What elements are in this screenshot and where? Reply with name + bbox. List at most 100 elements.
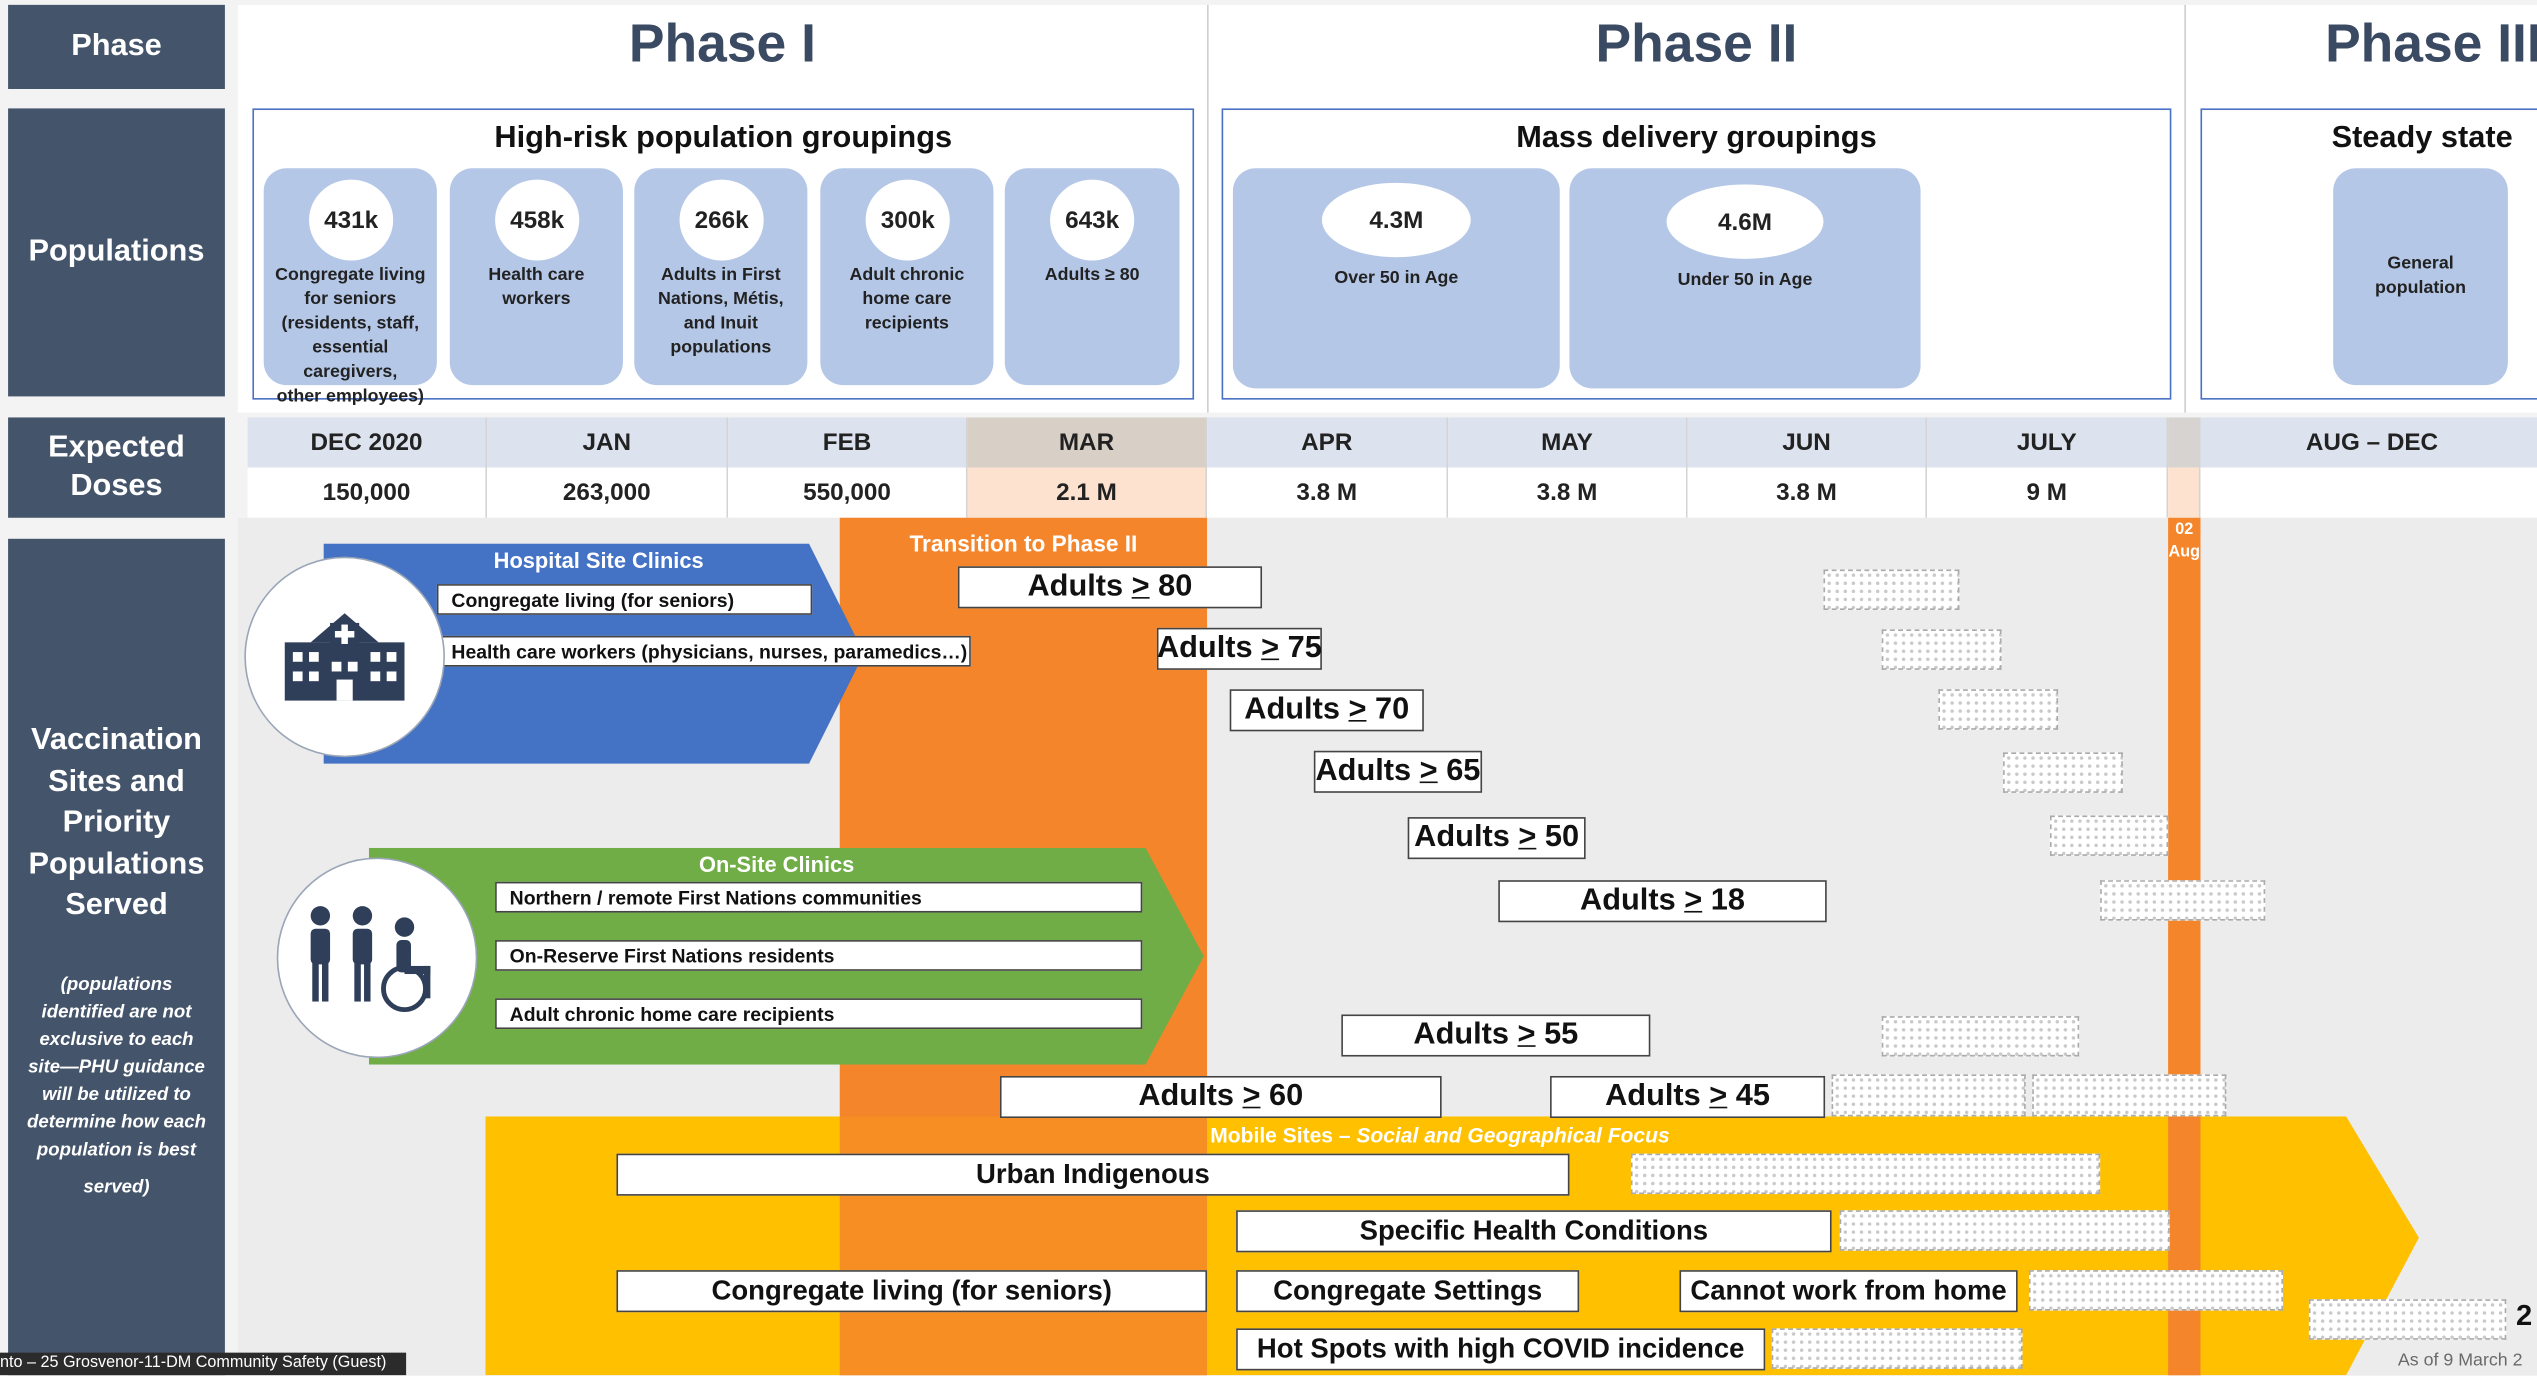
- dose-month: JULY: [1927, 417, 2169, 468]
- population-label-line: other employees): [276, 386, 424, 407]
- population-tile: 4.3M Over 50 in Age: [1232, 168, 1560, 389]
- dose-month: FEB: [728, 417, 968, 468]
- sidebar-sites-line: Priority: [62, 805, 171, 840]
- continuation-box: [2100, 880, 2266, 921]
- age-group-box: Adults > 70: [1229, 689, 1424, 732]
- population-tile: 300k Adult chronic home care recipients: [820, 168, 994, 386]
- sidebar-sites-line: Vaccination: [31, 723, 202, 758]
- continuation-box: [1938, 689, 2059, 730]
- aug-marker-label: 02 Aug: [2168, 519, 2200, 564]
- mobile-site-item: Congregate living (for seniors): [616, 1270, 1208, 1313]
- population-label-line: populations: [670, 338, 772, 358]
- mobile-sites-title: Mobile Sites – Social and Geographical F…: [1210, 1123, 1744, 1147]
- sidebar-note-line: served): [83, 1177, 150, 1197]
- aug-marker-overlap: [2168, 1116, 2201, 1376]
- continuation-box: [1831, 1074, 2026, 1117]
- hospital-item: Congregate living (for seniors): [436, 584, 813, 615]
- sidebar-note-line: population is best: [36, 1139, 197, 1160]
- age-group-prefix: Adults: [1138, 1079, 1243, 1114]
- population-label: Adults ≥ 80: [1005, 264, 1180, 288]
- population-tile: 458k Health care workers: [449, 168, 623, 386]
- population-count: 458k: [495, 179, 580, 261]
- population-label-line: population: [2375, 278, 2467, 298]
- population-count: 431k: [309, 179, 394, 261]
- dose-month: MAR: [967, 417, 1208, 468]
- age-group-box: Adults > 60: [999, 1075, 1442, 1119]
- population-label-line: Health care: [488, 265, 585, 285]
- population-label: Congregate living for seniors (residents…: [264, 264, 437, 410]
- mobile-sites-title-main: Mobile Sites –: [1210, 1122, 1357, 1148]
- aug-marker-line: Aug: [2168, 543, 2201, 562]
- sidebar-doses-line: Expected: [48, 430, 185, 465]
- age-group-prefix: Adults: [1315, 753, 1420, 788]
- mobile-site-item: Specific Health Conditions: [1236, 1210, 1832, 1253]
- dose-month: APR: [1207, 417, 1449, 468]
- age-group-box: Adults > 55: [1341, 1014, 1651, 1057]
- age-group-box: Adults > 50: [1407, 817, 1586, 860]
- population-count: 4.3M: [1321, 182, 1471, 258]
- aug-marker-line: 02: [2175, 520, 2194, 539]
- population-count: 300k: [865, 179, 950, 261]
- mobile-sites-title-focus: Social and Geographical Focus: [1356, 1122, 1670, 1148]
- continuation-box: [2003, 752, 2123, 793]
- age-group-value: 60: [1269, 1079, 1304, 1114]
- population-label-line: essential caregivers,: [303, 338, 398, 382]
- age-group-value: 75: [1287, 631, 1322, 665]
- dose-value: 3.8 M: [1207, 467, 1449, 518]
- mobile-site-item: Cannot work from home: [1679, 1270, 2018, 1313]
- transition-label: Transition to Phase II: [909, 530, 1138, 557]
- hospital-icon: [244, 556, 445, 758]
- sidebar-doses-line: Doses: [70, 469, 163, 504]
- continuation-box: [1771, 1328, 2023, 1369]
- continuation-box: [2032, 1074, 2227, 1117]
- dose-month: AUG – DEC: [2200, 417, 2537, 468]
- age-group-prefix: Adults: [1156, 631, 1262, 665]
- population-label-line: and Inuit: [683, 313, 758, 334]
- age-group-prefix: Adults: [1027, 569, 1132, 604]
- age-group-value: 55: [1544, 1017, 1579, 1052]
- continuation-box: [1881, 629, 2002, 670]
- age-group-prefix: Adults: [1605, 1079, 1710, 1114]
- dose-month: JUN: [1687, 417, 1928, 468]
- population-label-line: workers: [502, 289, 571, 310]
- population-label-line: Adults ≥ 80: [1044, 265, 1140, 285]
- high-risk-title: High-risk population groupings: [494, 121, 953, 156]
- continuation-box: [1630, 1153, 2101, 1195]
- edge-number: 2: [2515, 1299, 2533, 1332]
- mobile-site-item: Hot Spots with high COVID incidence: [1236, 1328, 1766, 1371]
- phase-2-title: Phase II: [1595, 12, 1798, 73]
- age-group-prefix: Adults: [1413, 1017, 1518, 1052]
- dose-month-gap: [2168, 417, 2201, 468]
- population-count: 643k: [1050, 179, 1135, 261]
- continuation-box: [1881, 1016, 2080, 1057]
- population-tile: 266k Adults in First Nations, Métis, and…: [634, 168, 808, 386]
- sidebar-doses-label: Expected Doses: [8, 417, 225, 518]
- age-group-box: Adults > 75: [1156, 627, 1322, 670]
- meeting-participant-label: nto – 25 Grosvenor-11-DM Community Safet…: [0, 1352, 407, 1376]
- phase-1-title: Phase I: [628, 12, 816, 73]
- doses-table: DEC 2020 JAN FEB MAR APR MAY JUN JULY AU…: [247, 417, 2537, 518]
- sidebar-note-line: determine how each: [27, 1112, 206, 1132]
- age-group-prefix: Adults: [1244, 692, 1349, 727]
- population-label-line: Adults in First: [660, 265, 781, 285]
- age-group-value: 50: [1544, 820, 1580, 855]
- sidebar-sites-label: Vaccination Sites and Priority Populatio…: [8, 538, 225, 1376]
- population-tile: 4.6M Under 50 in Age: [1569, 168, 1921, 389]
- sidebar-note-line: will be utilized to: [42, 1084, 191, 1105]
- sidebar-sites-line: Sites and: [48, 764, 185, 799]
- population-label: Adults in First Nations, Métis, and Inui…: [634, 264, 807, 361]
- population-count: 4.6M: [1666, 184, 1824, 259]
- sidebar-note: (populations identified are not exclusiv…: [27, 972, 206, 1202]
- population-label-line: home care: [862, 289, 952, 310]
- mobile-site-item: Congregate Settings: [1236, 1270, 1580, 1313]
- phase-3-title: Phase III: [2325, 12, 2537, 73]
- dose-value: 2.1 M: [967, 467, 1208, 518]
- population-label: Health care workers: [450, 264, 623, 313]
- age-group-value: 80: [1158, 569, 1193, 604]
- sidebar-note-line: identified are not: [41, 1002, 192, 1022]
- population-tile: 643k Adults ≥ 80: [1004, 168, 1180, 386]
- mass-delivery-title: Mass delivery groupings: [1516, 121, 1877, 156]
- age-group-value: 70: [1374, 692, 1410, 727]
- people-icon: [276, 857, 478, 1059]
